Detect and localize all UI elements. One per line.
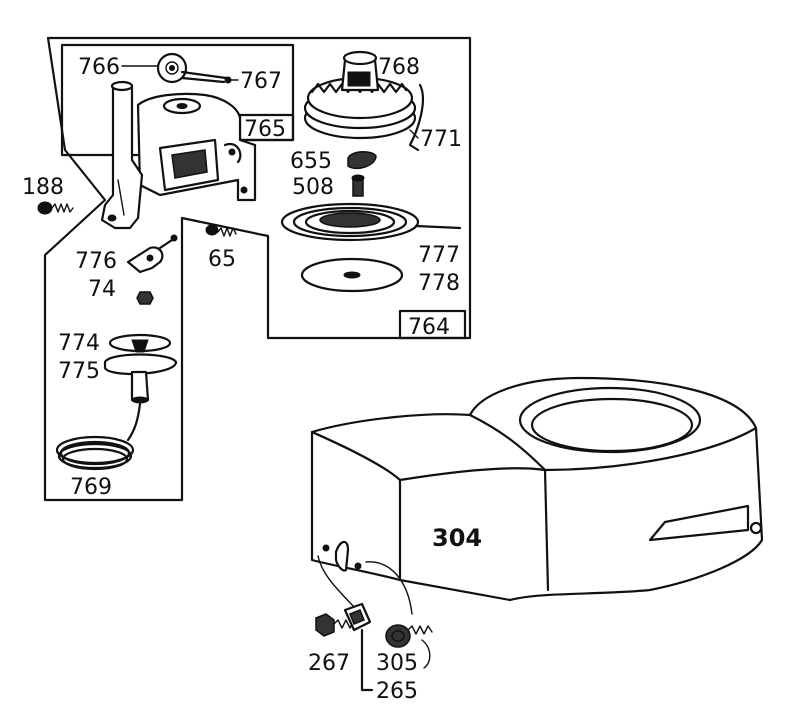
clip-655 (347, 151, 377, 170)
wire-771 (408, 83, 424, 152)
clamp-265 (343, 602, 372, 632)
leader-265 (360, 628, 374, 692)
blower-housing-304 (310, 376, 764, 602)
part-label-305: 305 (376, 651, 418, 676)
pin-767 (180, 70, 232, 84)
leader-305 (421, 639, 431, 669)
part-label-774: 774 (58, 331, 100, 356)
pulley-766 (156, 52, 188, 84)
leader-771 (409, 129, 419, 139)
part-label-776: 776 (75, 249, 117, 274)
wire-lead-267 (317, 555, 356, 609)
part-label-766: 766 (78, 55, 120, 80)
screw-188 (37, 201, 74, 215)
bracket-arm (100, 80, 144, 230)
plate-778 (300, 257, 404, 293)
part-label-771: 771 (420, 127, 462, 152)
screw-508 (351, 174, 365, 197)
part-label-508: 508 (292, 175, 334, 200)
part-label-764: 764 (408, 315, 450, 340)
part-label-267: 267 (308, 651, 350, 676)
nut-74 (136, 291, 154, 305)
part-label-304: 304 (432, 524, 482, 552)
part-label-655: 655 (290, 149, 332, 174)
part-label-265: 265 (376, 679, 418, 704)
part-label-777: 777 (418, 243, 460, 268)
part-label-769: 769 (70, 475, 112, 500)
part-label-765: 765 (244, 117, 286, 142)
starter-assembly-outline (43, 36, 472, 502)
bolt-305 (385, 624, 433, 648)
lever-776 (126, 234, 178, 274)
wire-lead-305 (365, 561, 413, 615)
part-label-767: 767 (240, 69, 282, 94)
part-label-775: 775 (58, 359, 100, 384)
screw-65 (205, 224, 237, 237)
part-label-768: 768 (378, 55, 420, 80)
part-label-778: 778 (418, 271, 460, 296)
pulley-768 (303, 50, 417, 140)
part-label-65: 65 (208, 247, 236, 272)
rope-769 (55, 402, 142, 471)
part-label-188: 188 (22, 175, 64, 200)
label-box-764 (398, 309, 467, 340)
starter-handle-774-775 (103, 333, 178, 404)
part-label-74: 74 (88, 277, 116, 302)
rope-guide-housing (136, 92, 257, 202)
spring-777 (280, 202, 462, 242)
